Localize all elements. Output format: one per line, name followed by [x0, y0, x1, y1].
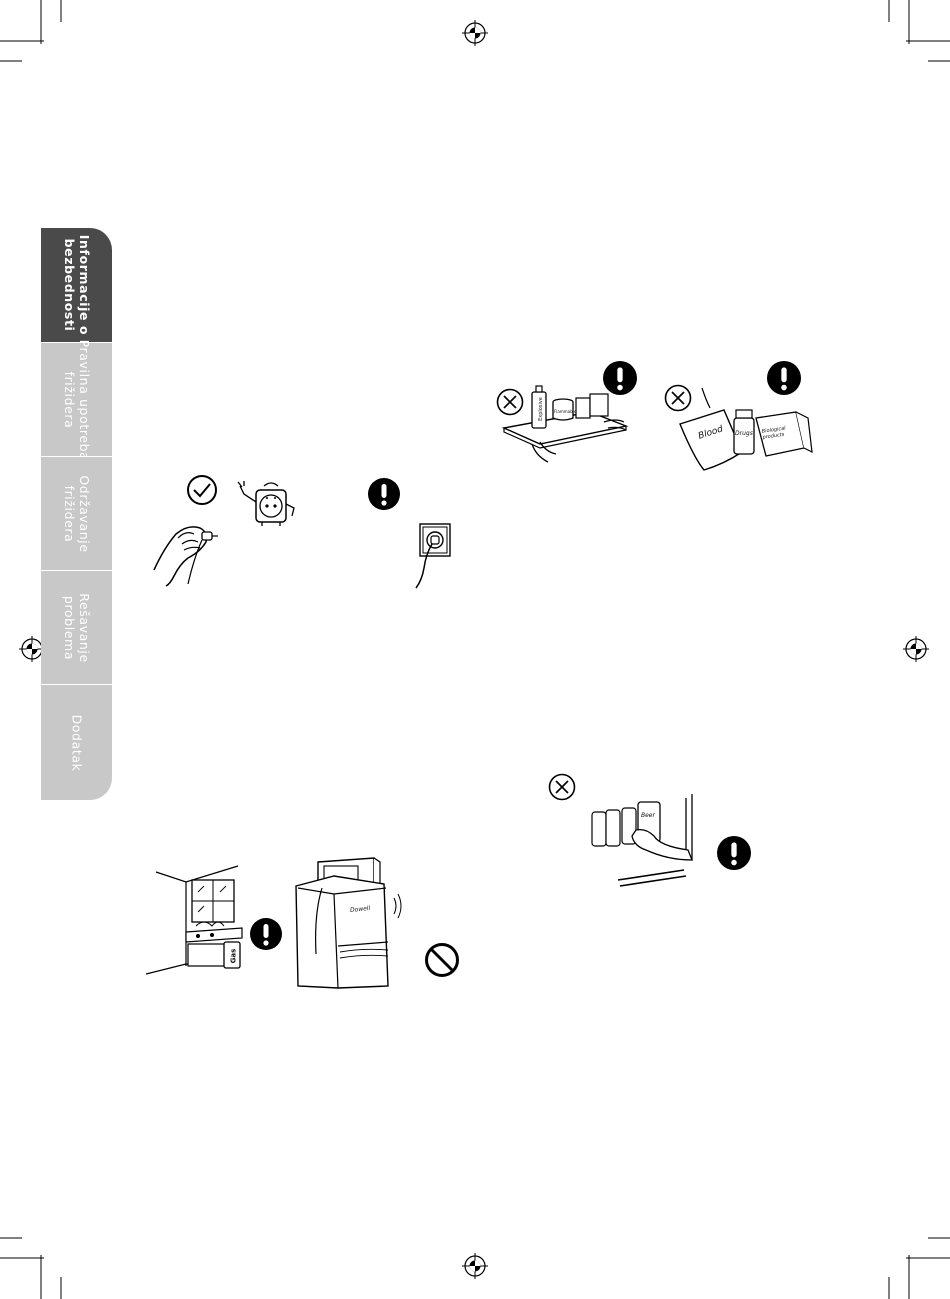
tab-maintenance[interactable]: Održavanje frižidera	[41, 457, 112, 571]
shelf-hazard-illustration: Explosive Flammable	[500, 382, 630, 467]
tab-label: Dodatak	[69, 714, 84, 771]
beer-can-label: Beer	[641, 812, 655, 819]
wall-socket-illustration	[406, 520, 456, 590]
mandatory-icon	[250, 918, 282, 950]
prohibited-items-illustration: Blood Drugs Biological products	[676, 388, 816, 472]
registration-mark-top	[462, 20, 488, 46]
cans-in-fridge-illustration: Beer	[588, 794, 700, 890]
check-icon	[186, 474, 218, 506]
happy-socket-illustration	[232, 478, 302, 528]
registration-mark-bottom	[462, 1253, 488, 1279]
gas-can-label: Gas	[229, 949, 237, 964]
registration-mark-right	[903, 636, 929, 662]
tab-label: Pravilna upotreba frižidera	[62, 339, 92, 460]
prohibited-icon	[424, 942, 460, 978]
tab-safety-information[interactable]: Informacije o bezbednosti	[41, 228, 112, 343]
mandatory-icon	[717, 836, 751, 870]
tab-troubleshooting[interactable]: Rešavanje problema	[41, 571, 112, 685]
gas-leak-kitchen-illustration: Gas	[146, 862, 246, 976]
prohibited-x-icon	[548, 773, 576, 801]
microwave-on-fridge-illustration: Dowell	[294, 854, 406, 990]
bottle-label: Explosive	[538, 397, 544, 421]
tab-label: Rešavanje problema	[62, 593, 92, 663]
drugs-label: Drugs	[735, 430, 753, 437]
tab-proper-use[interactable]: Pravilna upotreba frižidera	[41, 343, 112, 457]
tab-appendix[interactable]: Dodatak	[41, 685, 112, 800]
section-tabs: Informacije o bezbednosti Pravilna upotr…	[41, 228, 112, 800]
jar-label: Flammable	[554, 409, 576, 414]
mandatory-icon	[368, 478, 400, 510]
tab-label: Održavanje frižidera	[62, 475, 92, 552]
hand-pulling-plug-illustration	[148, 518, 228, 588]
tab-label: Informacije o bezbednosti	[62, 235, 92, 335]
